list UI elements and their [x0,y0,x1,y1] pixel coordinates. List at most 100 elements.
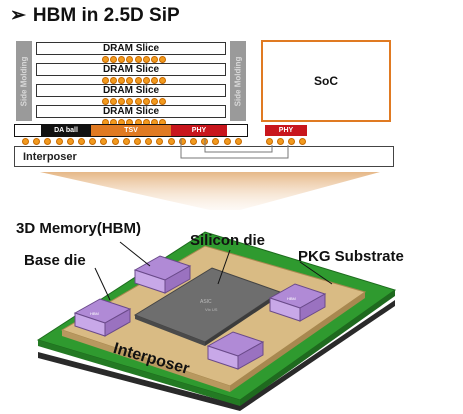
silicon-die-label: Silicon die [190,232,266,249]
pkg-substrate-side [240,290,395,406]
micro-bump [110,56,118,63]
micro-bump [55,138,63,145]
tsv-segment: TSV [91,125,171,136]
bump-row-base [22,138,242,145]
micro-bump [299,138,306,145]
hbm-stack-side [164,265,191,294]
micro-bump [126,77,134,84]
bump-row-4 [102,119,166,126]
micro-bump [100,138,108,145]
hbm-stack-bottom [206,331,265,370]
micro-bump [150,98,158,105]
soc-base: PHY [261,124,391,137]
micro-bump [102,77,109,84]
micro-bump [89,138,97,145]
dram-slice-1: DRAM Slice [36,42,226,55]
micro-bump [234,138,242,145]
silicon-die-side [135,315,205,346]
arrow-bullet-icon: ➢ [10,5,26,26]
soc-chip-subtext: Vtx US [205,307,218,312]
interposer-layer: Interposer [14,146,394,167]
micro-bump [167,138,175,145]
base-layer-gap [15,125,41,136]
base-layer-gap [227,125,247,136]
interposer-3d-side [62,330,230,392]
substrate-label: PKG Substrate [298,248,404,265]
hbm-stack-right [268,283,327,322]
soc-label: SoC [314,74,338,88]
interconnect-wiring [180,138,289,159]
bump-row-2 [102,77,166,84]
micro-bump [150,77,158,84]
callout-line-silicon-die [217,249,231,285]
hbm-stack-side [237,341,264,370]
micro-bump [277,138,284,145]
bump-row-1 [102,56,166,63]
micro-bump [158,56,166,63]
micro-bump [66,138,74,145]
interconnect-line [204,138,273,153]
dram-slice-3: DRAM Slice [36,84,226,97]
micro-bump [134,98,142,105]
da-ball-segment: DA ball [41,125,91,136]
micro-bump [102,56,109,63]
micro-bump [178,138,186,145]
bump-row-soc [266,138,306,145]
hbm-stack-side [104,308,131,337]
micro-bump [134,77,142,84]
micro-bump [118,56,126,63]
cross-section-diagram: Side Molding Side Molding DRAM Slice DRA… [0,0,463,175]
micro-bump [110,98,118,105]
callout-line-base-die [94,267,111,301]
callout-line-substrate [299,261,333,285]
micro-bump [44,138,52,145]
micro-bump [145,138,153,145]
micro-bump [190,138,198,145]
page-title: ➢ HBM in 2.5D SiP [10,4,180,27]
micro-bump [111,138,119,145]
micro-bump [122,138,130,145]
dram-slice-2: DRAM Slice [36,63,226,76]
micro-bump [288,138,295,145]
side-molding-right: Side Molding [230,41,246,121]
base-logic-layer: DA ball TSV PHY [14,124,248,137]
micro-bump [266,138,273,145]
soc-die: SoC [261,40,391,122]
hbm-stack-top-left [133,255,192,294]
micro-bump [134,138,142,145]
hbm-stack-side [299,293,326,322]
hbm-stack-left [73,298,132,337]
micro-bump [126,56,134,63]
micro-bump [142,98,150,105]
micro-bump [134,56,142,63]
micro-bump [126,98,134,105]
phy-segment: PHY [171,125,227,136]
hbm-label: 3D Memory(HBM) [16,220,142,237]
hbm-chip-text: HBM [287,296,296,301]
pkg-substrate-side [38,340,240,406]
side-molding-left: Side Molding [16,41,32,121]
micro-bump [118,77,126,84]
micro-bump [212,138,220,145]
micro-bump [156,138,164,145]
dram-slice-4: DRAM Slice [36,105,226,118]
soc-phy-segment: PHY [265,125,307,136]
title-text: HBM in 2.5D SiP [32,5,180,26]
micro-bump [142,56,150,63]
micro-bump [150,56,158,63]
micro-bump [118,98,126,105]
micro-bump [33,138,41,145]
soc-chip-text: ASIC [200,299,212,305]
bump-row-3 [102,98,166,105]
transition-fan [40,172,380,210]
micro-bump [142,77,150,84]
callout-line-hbm [119,241,151,267]
micro-bump [158,98,166,105]
micro-bump [110,77,118,84]
interconnect-line [180,138,289,159]
micro-bump [22,138,29,145]
micro-bump [78,138,86,145]
silicon-die-side [205,292,280,346]
interposer-3d-side [230,292,365,392]
